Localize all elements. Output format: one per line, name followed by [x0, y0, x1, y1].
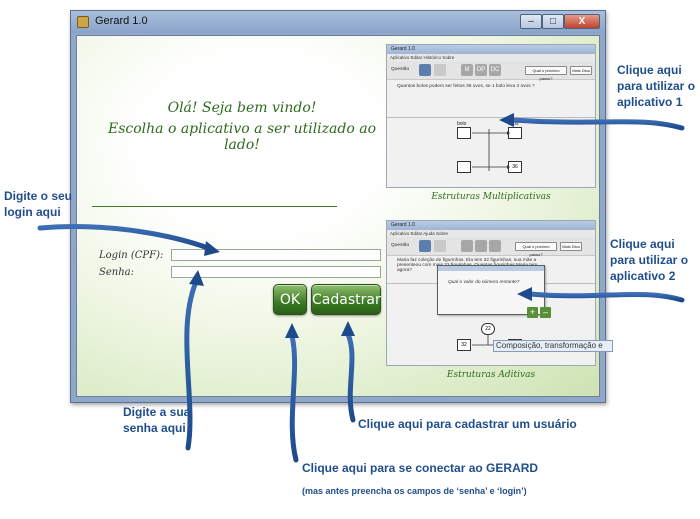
- annotation-ok-note: (mas antes preencha os campos de ‘senha’…: [302, 486, 527, 496]
- app1-diagram-arrows: [472, 129, 510, 171]
- app2-caption[interactable]: Estruturas Aditivas: [446, 370, 536, 380]
- annotation-login: Digite o seu login aqui: [4, 189, 73, 219]
- app2-more-tip-button: Mais Dica: [560, 242, 582, 251]
- arrow-app2-head: [517, 287, 532, 301]
- app2-forward-icon: [434, 240, 446, 252]
- app1-thumb-titlebar: Gerard 1.0: [387, 45, 595, 54]
- arrow-login: [37, 224, 211, 251]
- app2-box-value: 32: [457, 339, 471, 351]
- app1-caption[interactable]: Estruturas Multiplicativas: [431, 192, 551, 202]
- login-panel: Olá! Seja bem vindo! Escolha o aplicativ…: [76, 35, 613, 397]
- app2-thumb-toolbar: Questão Qual o próximo passo? Mais Dica: [387, 237, 595, 257]
- arrow-app2: [527, 291, 685, 303]
- app2-question-label: Questão: [391, 243, 410, 248]
- app2-back-icon: [419, 240, 431, 252]
- java-app-icon: [77, 16, 89, 28]
- app2-tool-1-icon: [461, 240, 473, 252]
- app2-popup-text: Qual o valor do número restante?: [448, 280, 520, 285]
- welcome-heading: Olá! Seja bem vindo!: [167, 100, 317, 116]
- arrow-ok-head: [285, 323, 299, 338]
- app2-question-popup: Qual o valor do número restante?: [437, 265, 545, 315]
- app1-dc-button: DC: [489, 64, 501, 76]
- close-button[interactable]: X: [564, 14, 600, 29]
- app2-tool-3-icon: [489, 240, 501, 252]
- app2-thumb-menu: Aplicativo Editar Ajuda Sobre: [387, 230, 595, 237]
- password-label: Senha:: [99, 267, 134, 278]
- arrow-app1: [509, 117, 685, 131]
- app2-next-step-button: Qual o próximo passo?: [515, 242, 557, 257]
- annotation-app2: Clique aqui para utilizar o aplicativo 2: [610, 237, 689, 283]
- arrow-register: [345, 331, 356, 423]
- ok-button[interactable]: OK: [273, 284, 307, 315]
- app1-question-label: Questão: [391, 67, 410, 72]
- app2-plus-button: +: [527, 307, 538, 318]
- app1-thumbnail[interactable]: Gerard 1.0 Aplicativo Editar Histórico S…: [386, 44, 596, 188]
- app2-minus-button: –: [540, 307, 551, 318]
- app2-tool-2-icon: [475, 240, 487, 252]
- app2-thumb-titlebar: Gerard 1.0: [387, 221, 595, 230]
- arrow-ok: [289, 333, 299, 463]
- app2-circle-value: 22: [481, 323, 495, 335]
- app1-more-tip-button: Mais Dica: [570, 66, 592, 75]
- app1-back-icon: [419, 64, 431, 76]
- app2-thumbnail[interactable]: Gerard 1.0 Aplicativo Editar Ajuda Sobre…: [386, 220, 596, 366]
- app1-m-button: M: [461, 64, 473, 76]
- app1-box-bolo: [457, 127, 471, 139]
- app1-label-bolo: bolo: [457, 121, 467, 127]
- annotation-app1: Clique aqui para utilizar o aplicativo 1: [617, 63, 696, 109]
- window-title: Gerard 1.0: [95, 15, 148, 27]
- app1-thumb-toolbar: Questão M DP DC Qual o próximo passo? Ma…: [387, 61, 595, 81]
- divider-line: [92, 206, 337, 207]
- annotation-ok: Clique aqui para se conectar ao GERARD: [302, 461, 539, 475]
- login-input[interactable]: [171, 249, 381, 261]
- app1-dp-button: DP: [475, 64, 487, 76]
- arrow-password-head: [189, 270, 204, 286]
- app1-forward-icon: [434, 64, 446, 76]
- welcome-instruction: Escolha o aplicativo a ser utilizado ao …: [107, 121, 376, 153]
- maximize-button[interactable]: □: [542, 14, 564, 29]
- arrow-password: [184, 279, 199, 451]
- title-bar[interactable]: Gerard 1.0 – □ X: [71, 11, 605, 33]
- arrow-login-head: [204, 241, 220, 256]
- minimize-button[interactable]: –: [520, 14, 542, 29]
- password-input[interactable]: [171, 266, 381, 278]
- app1-next-step-button: Qual o próximo passo?: [525, 66, 567, 81]
- annotation-register: Clique aqui para cadastrar um usuário: [358, 417, 577, 431]
- app1-separator: [387, 117, 595, 118]
- app2-tooltip: Composição, transformação e: [493, 340, 613, 352]
- arrow-app1-head: [499, 113, 514, 127]
- app1-problem-text: Quantos bolos podem ser feitos 36 ovos, …: [397, 84, 535, 89]
- app2-popup-titlebar: [438, 266, 544, 271]
- login-label: Login (CPF):: [99, 250, 164, 261]
- app1-box-bottom-left: [457, 161, 471, 173]
- register-button[interactable]: Cadastrar: [311, 284, 381, 315]
- application-window: Gerard 1.0 – □ X Olá! Seja bem vindo! Es…: [70, 10, 613, 403]
- arrow-register-head: [341, 321, 355, 336]
- annotation-password: Digite a sua senha aqui: [123, 405, 191, 435]
- app1-thumb-menu: Aplicativo Editar Histórico Sobre: [387, 54, 595, 61]
